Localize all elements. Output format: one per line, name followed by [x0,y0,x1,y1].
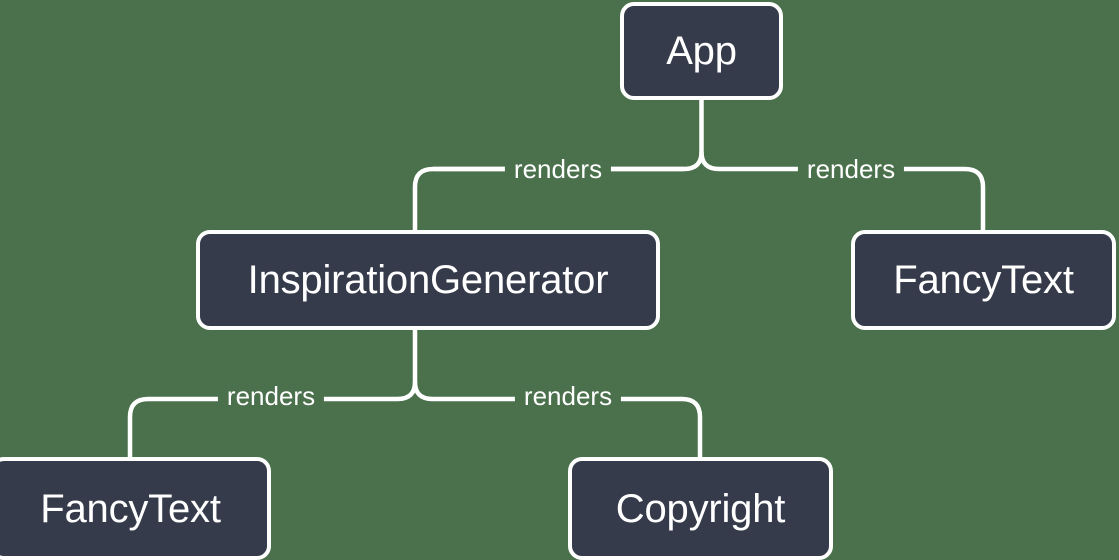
edge-inspiration-copyright-path [432,396,703,457]
edge-inspiration-right-shoulder [412,381,433,402]
node-app-label: App [666,29,737,73]
node-inspiration-generator-label: InspirationGenerator [247,258,609,302]
edge-label-inspiration-to-fancytext: renders [217,383,325,409]
node-fancytext-bottom[interactable]: FancyText [0,457,271,560]
node-fancytext-bottom-label: FancyText [40,486,221,531]
node-copyright[interactable]: Copyright [568,457,833,560]
edge-app-right-shoulder [699,151,720,172]
node-fancytext-right-label: FancyText [893,258,1074,302]
edge-label-app-to-inspiration: renders [504,156,612,182]
node-fancytext-right[interactable]: FancyText [851,230,1116,330]
node-copyright-label: Copyright [615,486,786,531]
edge-inspiration-fancytext-path [127,396,398,457]
edge-label-app-to-fancytext: renders [797,156,905,182]
edge-inspiration-left-shoulder [397,381,418,402]
node-app[interactable]: App [620,2,783,100]
edge-app-fancytext-path [719,166,986,230]
node-inspiration-generator[interactable]: InspirationGenerator [196,230,660,330]
edge-label-inspiration-to-copyright: renders [514,383,622,409]
edge-app-inspiration-path [412,166,684,230]
